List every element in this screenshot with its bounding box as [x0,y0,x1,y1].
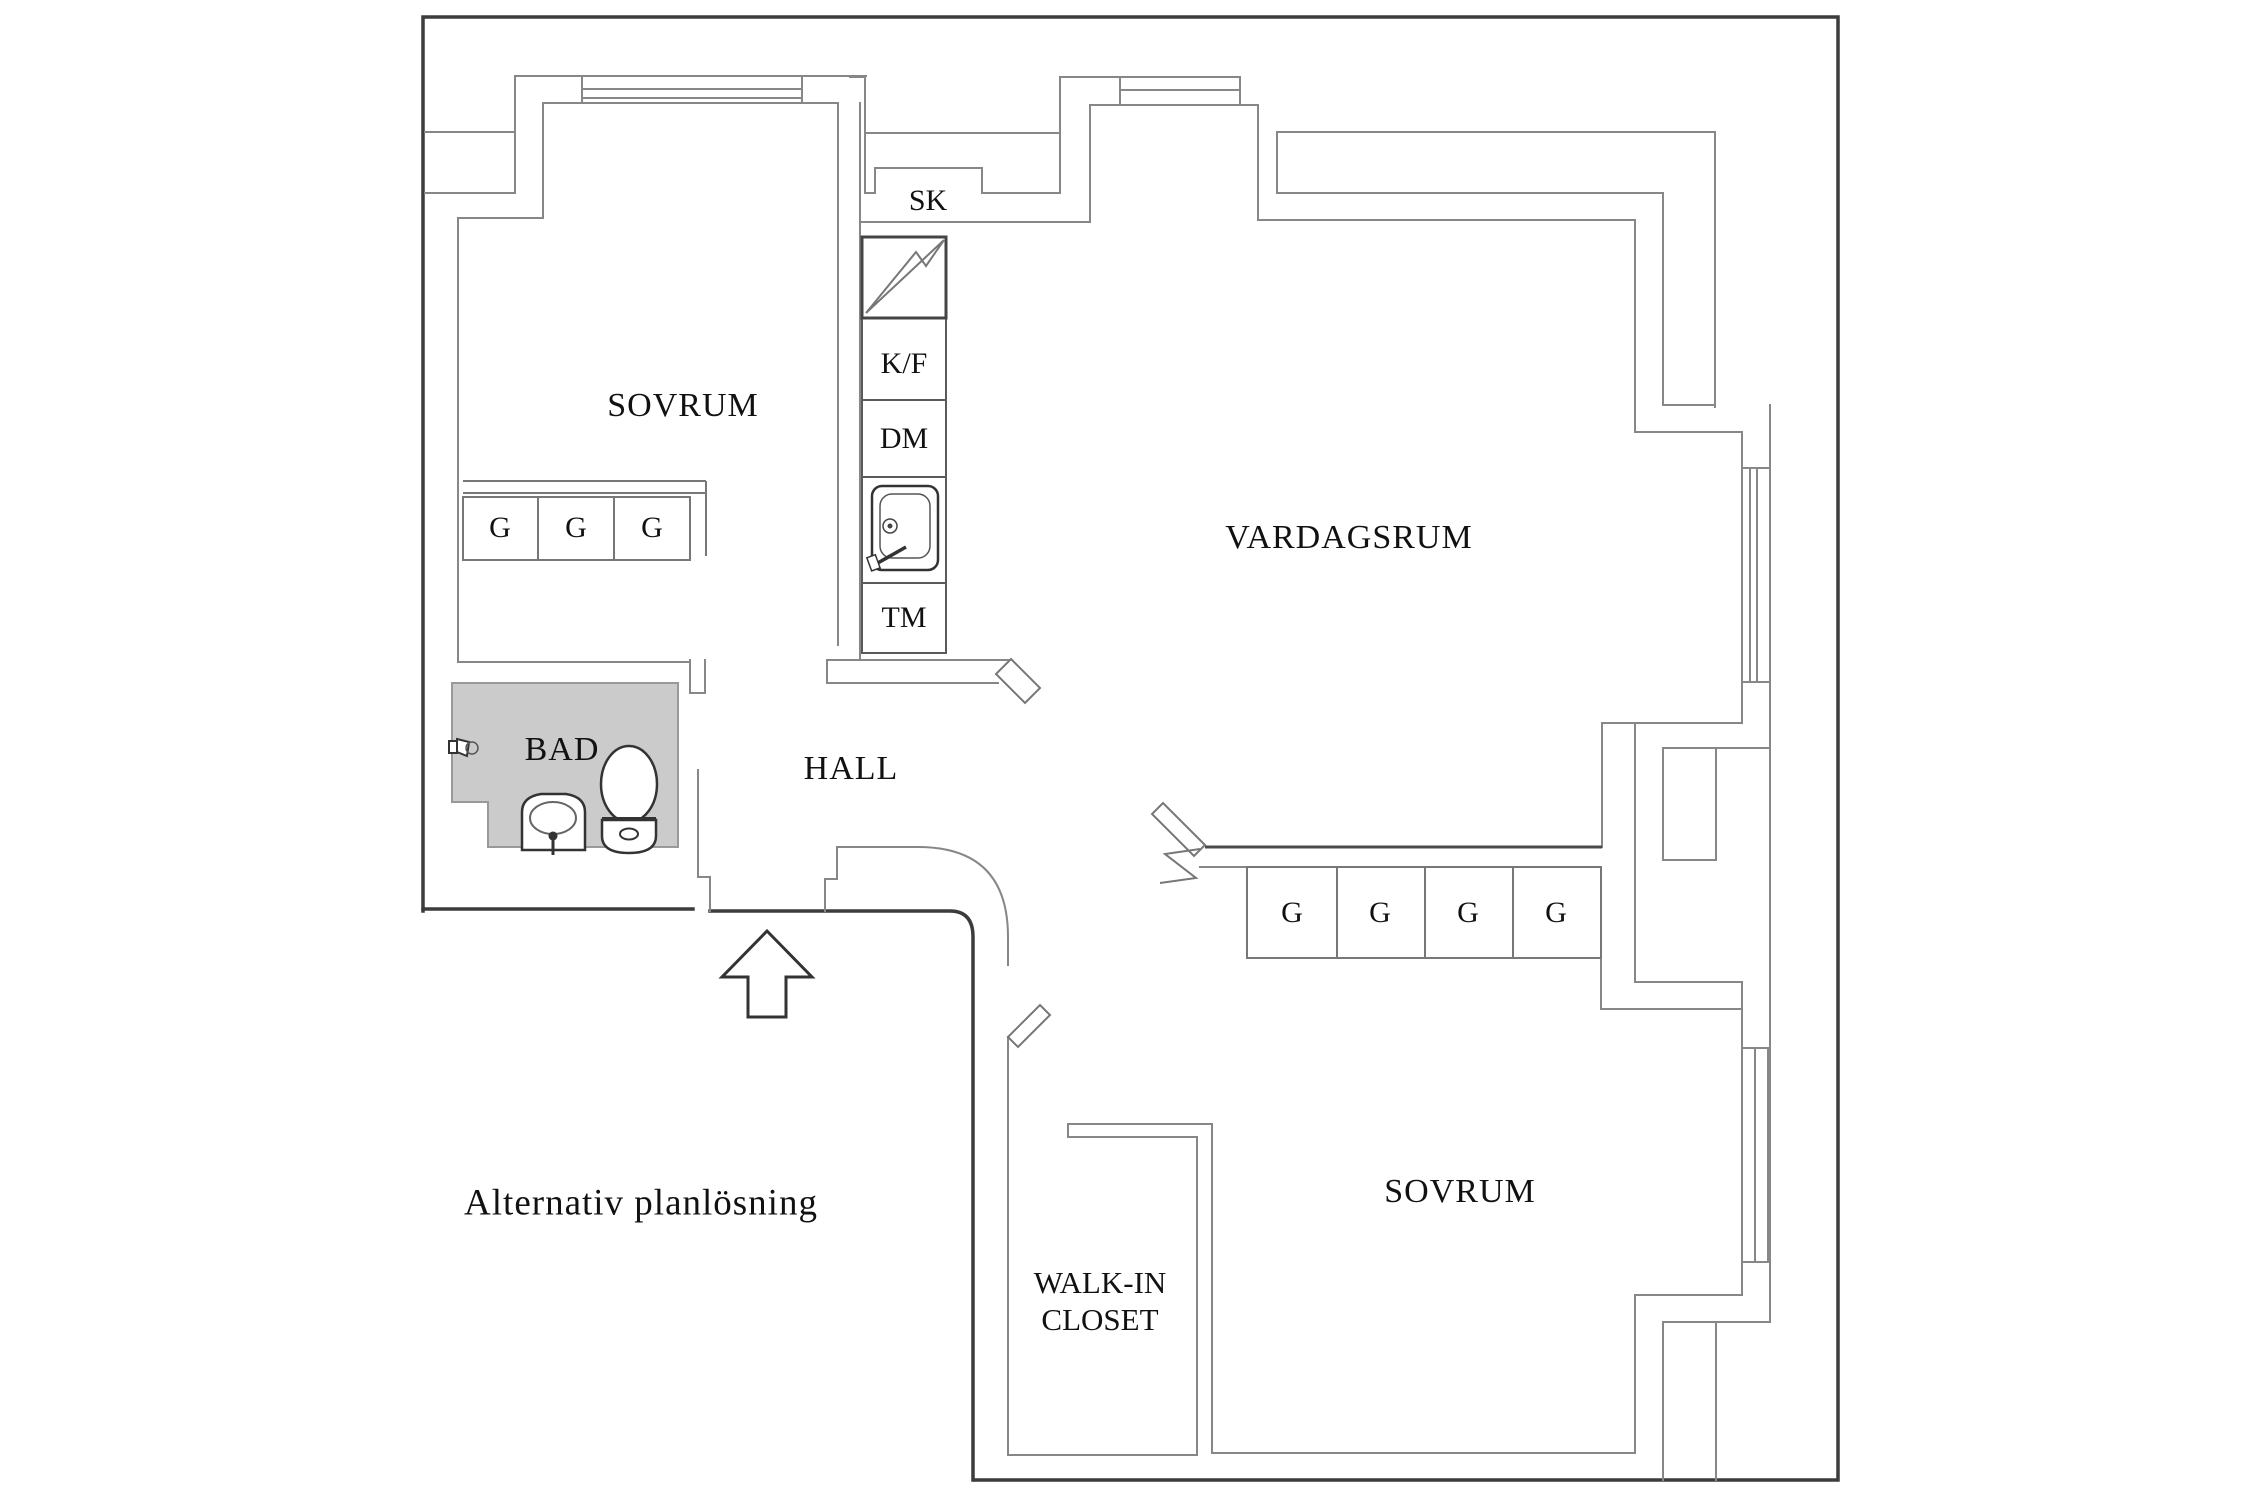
plan-caption: Alternativ planlösning [464,1182,818,1224]
wardrobe-label: G [641,511,663,544]
walk-in-closet-line2: CLOSET [1041,1302,1159,1337]
room-label-hall: HALL [803,750,899,787]
walk-in-closet-line1: WALK-IN [1033,1265,1167,1300]
doors [994,657,1207,1049]
bathroom-sink-icon [520,792,587,855]
room-label-bathroom: BAD [524,731,600,768]
living-room-door-leaf [1150,801,1207,858]
kitchen-sink-icon [865,484,940,572]
kitchen-appliance-column [860,235,948,654]
toilet-icon [599,744,659,855]
room-label-bedroom-bottom: SOVRUM [1384,1173,1536,1210]
shower-icon [448,737,479,758]
kitchen-door-leaf [994,657,1042,705]
wardrobe-label: G [489,511,511,544]
room-label-living-room: VARDAGSRUM [1225,519,1473,556]
room-label-bedroom-top: SOVRUM [607,387,759,424]
room-label-walk-in-closet: WALK-IN CLOSET [1034,1264,1167,1338]
interior-walls [424,75,1771,1481]
bathroom-fixtures [448,737,659,855]
entrance-arrow-icon [718,928,816,1019]
wardrobe-label: G [1545,896,1567,929]
kitchen-label-dishwasher: DM [879,422,929,455]
door-threshold-zigzag [1159,848,1201,884]
wardrobe-label: G [1281,896,1303,929]
wardrobe-row-bedroom-bottom [1246,866,1602,959]
kitchen-label-fridge-freezer: K/F [880,347,928,380]
kitchen-label-washing-machine: TM [881,601,927,634]
outer-walls [421,15,1840,1482]
kitchen-label-cleaning-closet: SK [908,184,948,217]
wardrobe-label: G [565,511,587,544]
wardrobe-label: G [1369,896,1391,929]
electrical-panel-icon [860,235,948,320]
wardrobe-label: G [1457,896,1479,929]
wardrobe-row-bedroom-top [462,480,707,561]
corridor-door-leaf [1006,1003,1052,1049]
